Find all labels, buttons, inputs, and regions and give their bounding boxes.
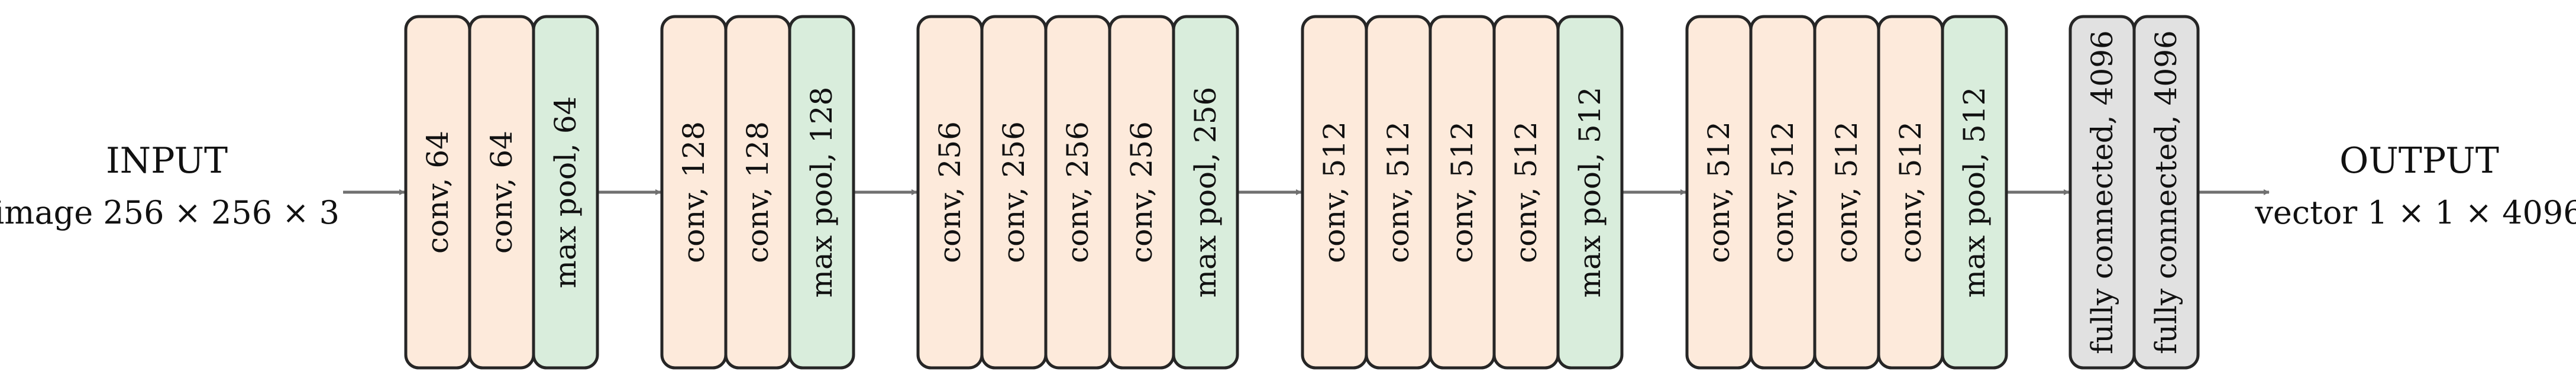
block-label: conv, 256 <box>1061 121 1095 263</box>
layer-block-pool: max pool, 128 <box>788 15 855 370</box>
output-subtitle: vector 1 × 1 × 4096 <box>2254 194 2576 231</box>
block-label: conv, 256 <box>1124 121 1159 263</box>
block-label: fully connected, 4096 <box>2085 30 2119 354</box>
block-label: conv, 64 <box>421 131 455 254</box>
block-label: conv, 512 <box>1766 121 1800 263</box>
block-label: conv, 256 <box>997 121 1031 263</box>
layer-block-conv: conv, 512 <box>1813 15 1880 370</box>
block-label: max pool, 64 <box>548 96 583 289</box>
block-label: conv, 512 <box>1445 121 1479 263</box>
layer-block-fc: fully connected, 4096 <box>2068 15 2136 370</box>
layer-block-conv: conv, 256 <box>1108 15 1175 370</box>
layer-block-conv: conv, 256 <box>916 15 984 370</box>
block-shape <box>1941 15 2008 370</box>
layer-block-conv: conv, 128 <box>724 15 791 370</box>
block-label: conv, 512 <box>1830 121 1864 263</box>
block-label: max pool, 128 <box>804 87 839 298</box>
block-label: conv, 64 <box>484 131 519 254</box>
block-label: conv, 512 <box>1317 121 1352 263</box>
block-label: conv, 512 <box>1381 121 1415 263</box>
output-label: OUTPUT vector 1 × 1 × 4096 <box>2254 140 2576 231</box>
layer-block-conv: conv, 64 <box>468 15 535 370</box>
output-title: OUTPUT <box>2339 140 2499 182</box>
layer-block-fc: fully connected, 4096 <box>2132 15 2200 370</box>
layer-block-conv: conv, 512 <box>1492 15 1560 370</box>
layer-block-conv: conv, 512 <box>1877 15 1944 370</box>
block-label: conv, 256 <box>933 121 967 263</box>
block-label: max pool, 512 <box>1957 87 1992 298</box>
layer-block-conv: conv, 256 <box>980 15 1048 370</box>
layer-block-conv: conv, 512 <box>1365 15 1432 370</box>
block-label: conv, 512 <box>1893 121 1928 263</box>
layer-block-conv: conv, 512 <box>1749 15 1817 370</box>
layer-block-pool: max pool, 64 <box>532 15 599 370</box>
block-shape <box>2132 15 2200 370</box>
input-title: INPUT <box>106 140 228 182</box>
input-subtitle: image 256 × 256 × 3 <box>0 194 340 231</box>
layer-block-pool: max pool, 256 <box>1172 15 1239 370</box>
block-label: max pool, 512 <box>1573 87 1607 298</box>
layer-blocks: conv, 64 conv, 64 max pool, 64 conv, 128 con… <box>404 15 2200 370</box>
layer-block-conv: conv, 128 <box>660 15 728 370</box>
block-label: conv, 512 <box>1702 121 1736 263</box>
block-shape <box>1556 15 1624 370</box>
layer-block-conv: conv, 512 <box>1428 15 1496 370</box>
layer-block-conv: conv, 64 <box>404 15 471 370</box>
block-label: conv, 128 <box>677 121 711 263</box>
layer-block-pool: max pool, 512 <box>1941 15 2008 370</box>
layer-block-conv: conv, 256 <box>1044 15 1111 370</box>
block-shape <box>1172 15 1239 370</box>
block-label: fully connected, 4096 <box>2149 30 2183 354</box>
input-label: INPUT image 256 × 256 × 3 <box>0 140 340 231</box>
layer-block-pool: max pool, 512 <box>1556 15 1624 370</box>
block-shape <box>532 15 599 370</box>
block-label: conv, 128 <box>741 121 775 263</box>
block-label: conv, 512 <box>1509 121 1543 263</box>
layer-block-conv: conv, 512 <box>1301 15 1368 370</box>
layer-block-conv: conv, 512 <box>1685 15 1753 370</box>
block-label: max pool, 256 <box>1188 87 1223 298</box>
block-shape <box>788 15 855 370</box>
